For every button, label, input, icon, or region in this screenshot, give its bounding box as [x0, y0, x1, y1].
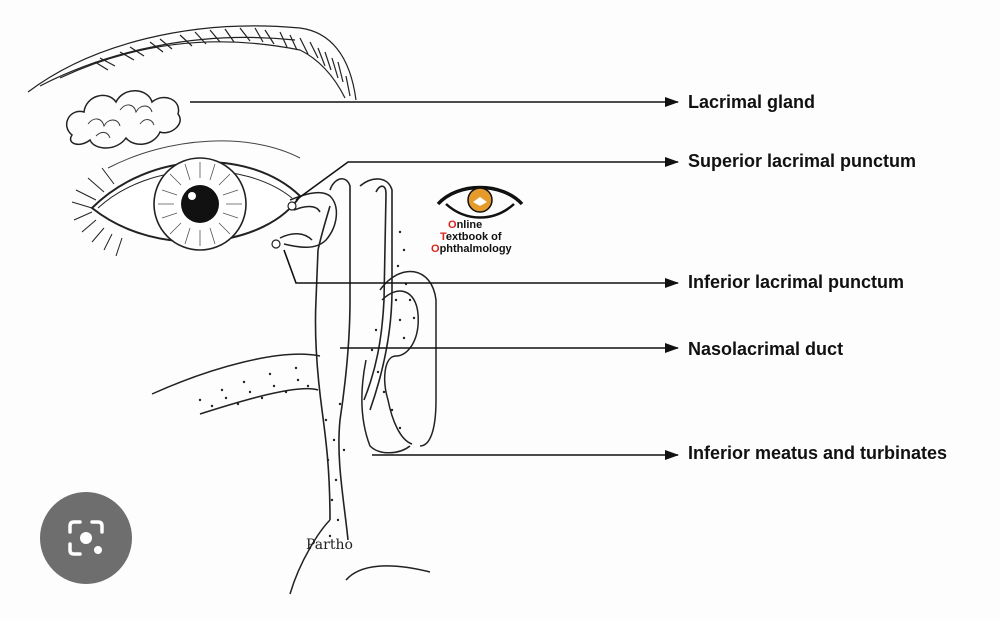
eyelashes	[71, 167, 123, 257]
artist-signature: Partho	[306, 537, 353, 553]
watermark-logo	[436, 185, 524, 219]
canaliculi	[279, 191, 338, 248]
nasolacrimal-duct-shape	[314, 178, 393, 541]
watermark-line-3: Ophthalmology	[431, 243, 512, 255]
label-inferior-lacrimal-punctum: Inferior lacrimal punctum	[688, 272, 905, 292]
nasal-floor-shape	[151, 353, 431, 595]
pointer-lines	[190, 97, 679, 460]
pupil	[181, 185, 219, 223]
lacrimal-gland-lobules	[87, 104, 155, 139]
eyebrow	[27, 25, 357, 101]
camera-lens-icon	[68, 520, 104, 556]
nasal-turbinate-shape	[361, 270, 437, 454]
label-nasolacrimal-duct: Nasolacrimal duct	[688, 339, 844, 359]
arrow-inferior-punctum	[283, 249, 679, 288]
label-inferior-meatus: Inferior meatus and turbinates	[688, 443, 948, 463]
bone-stippling	[198, 230, 416, 538]
inferior-punctum-dot	[271, 239, 281, 249]
label-lacrimal-gland: Lacrimal gland	[688, 92, 816, 112]
watermark-line-2: Textbook of	[440, 231, 502, 243]
iris-striations	[158, 162, 242, 246]
eyelid-crease	[107, 140, 301, 169]
arrow-superior-punctum	[295, 157, 679, 201]
visual-search-button[interactable]	[40, 492, 132, 584]
watermark-line-1: Online	[448, 219, 483, 231]
lacrimal-gland-shape	[66, 90, 181, 149]
superior-punctum-dot	[287, 201, 297, 211]
label-superior-lacrimal-punctum: Superior lacrimal punctum	[688, 151, 917, 171]
